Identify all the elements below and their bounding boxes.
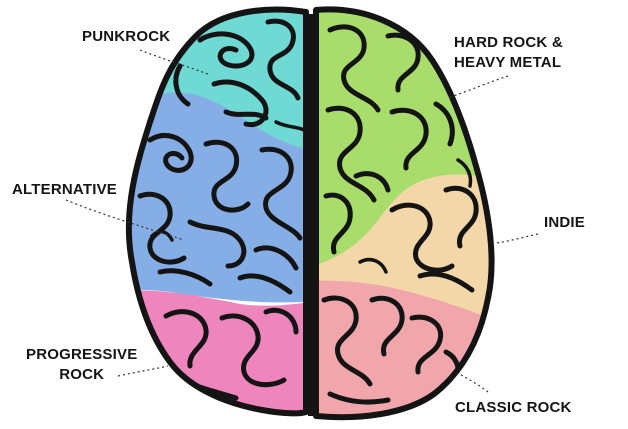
right-hemisphere-outline (313, 6, 495, 421)
label-punkrock: PUNKROCK (82, 28, 171, 45)
leader-progressive (117, 365, 169, 377)
label-hard-rock-line-1: HARD ROCK & (454, 34, 563, 51)
label-classic-rock: CLASSIC ROCK (455, 399, 572, 416)
label-hard-rock-heavy-metal: HARD ROCK & HEAVY METAL (454, 33, 563, 73)
leader-hard-rock (447, 75, 509, 99)
label-indie: INDIE (544, 214, 586, 231)
leader-indie (489, 233, 539, 245)
right-hemisphere (316, 9, 492, 418)
label-hard-rock-line-2: HEAVY METAL (454, 54, 562, 71)
leader-classic-rock (455, 371, 489, 393)
leader-punkrock (139, 49, 209, 75)
label-progressive-rock: PROGRESSIVE ROCK (26, 345, 137, 385)
left-hemisphere-outline (125, 6, 309, 417)
label-alternative: ALTERNATIVE (12, 181, 117, 198)
region-indie (316, 174, 492, 340)
label-progressive-line-2: ROCK (59, 366, 105, 383)
label-progressive-line-1: PROGRESSIVE (26, 346, 138, 363)
